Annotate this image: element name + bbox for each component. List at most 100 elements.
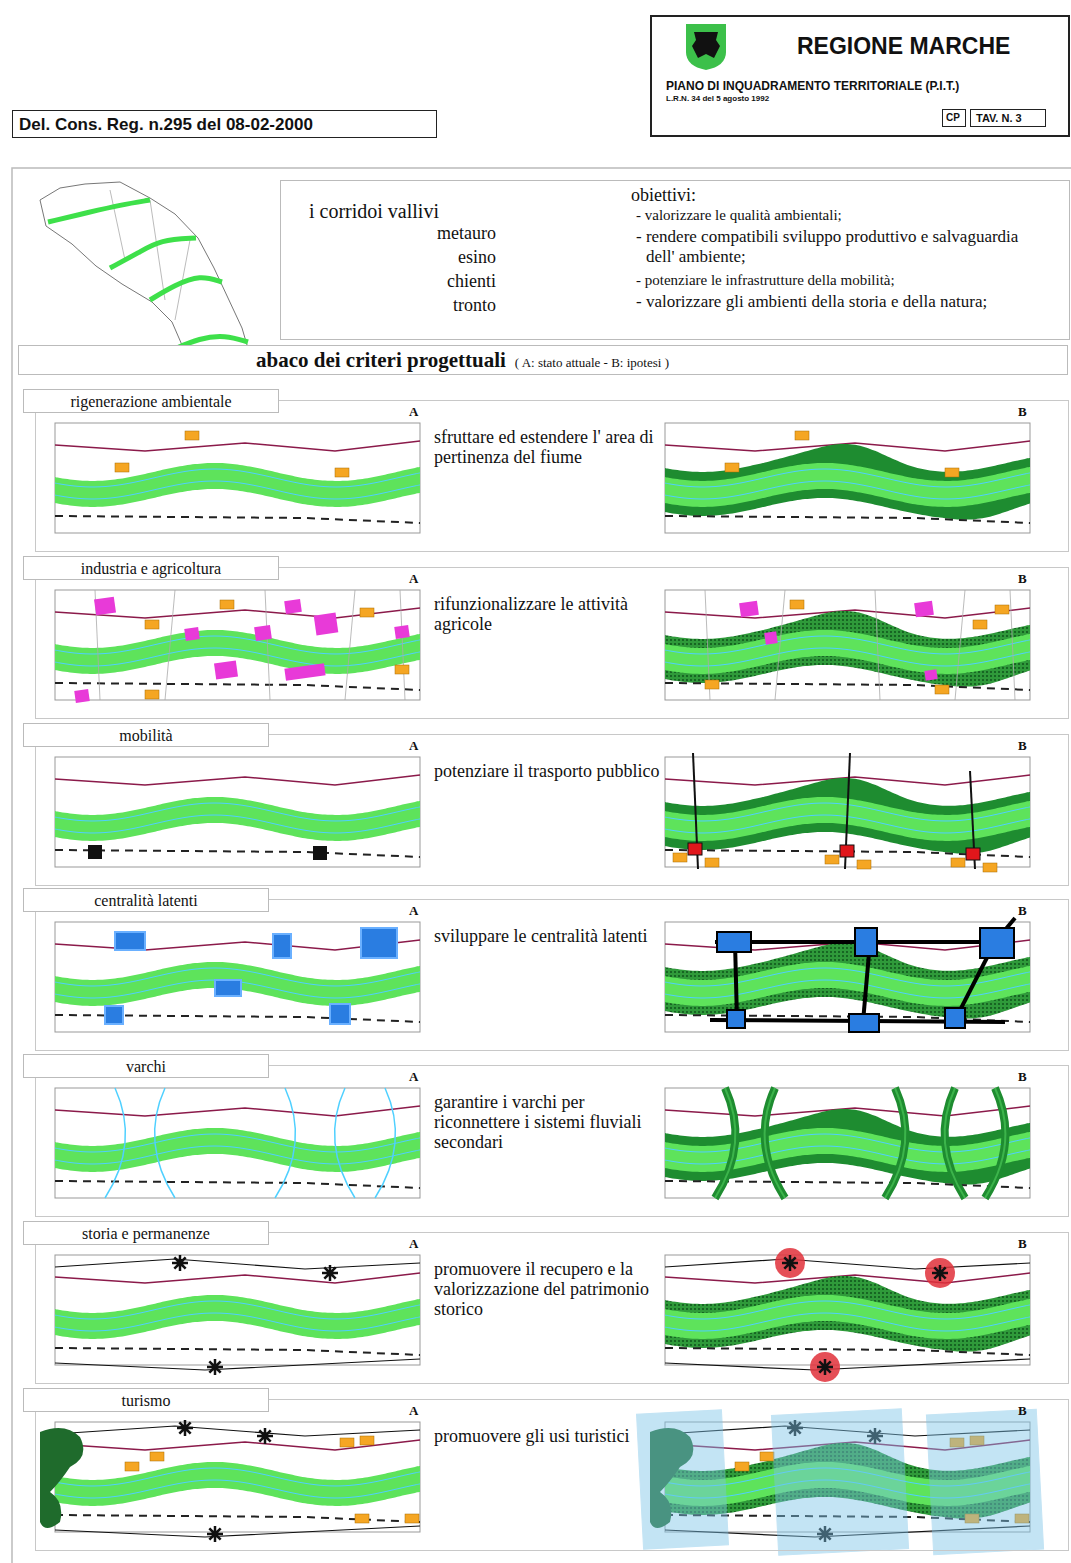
historic-symbol	[257, 1428, 273, 1444]
building	[115, 463, 129, 472]
sketch-frame	[665, 1255, 1030, 1365]
sketch-frame	[55, 1088, 420, 1198]
sketch-frame	[55, 1255, 420, 1365]
secondary-stream	[945, 1088, 965, 1198]
building	[360, 608, 374, 617]
building	[725, 463, 739, 472]
criterion-description: sviluppare le centralità latenti	[434, 926, 664, 946]
centrality	[215, 980, 241, 996]
building	[395, 665, 409, 674]
code-box: CP	[942, 109, 966, 127]
river-line	[55, 1313, 420, 1331]
river-line	[665, 1146, 1030, 1164]
tourism-area	[637, 1410, 729, 1549]
secondary-stream	[885, 1088, 905, 1198]
secondary-corridor	[765, 1088, 785, 1198]
building	[735, 1462, 749, 1471]
industry	[284, 599, 302, 614]
deliberation-box: Del. Cons. Reg. n.295 del 08-02-2000	[12, 110, 437, 138]
industry	[764, 631, 778, 645]
building	[220, 600, 234, 609]
sketch-current	[55, 1255, 420, 1375]
sketch-frame	[665, 590, 1030, 700]
symbol-spoke	[215, 1528, 221, 1534]
sketch-hypothesis	[637, 1409, 1044, 1556]
building	[355, 1514, 369, 1523]
criterion-title: rigenerazione ambientale	[24, 392, 278, 411]
criterion-title: centralità latenti	[24, 891, 268, 910]
province-border	[150, 200, 165, 300]
state-letter: B	[1018, 1069, 1027, 1085]
criterion-panel: promuovere gli usi turisticiturismo	[35, 1399, 1069, 1551]
minor-road	[55, 1259, 420, 1269]
river-line	[55, 648, 420, 666]
river-line	[55, 1468, 420, 1486]
province-border	[110, 190, 125, 260]
building	[335, 468, 349, 477]
centrality	[105, 1006, 123, 1024]
symbol-spoke	[265, 1430, 271, 1436]
industry	[914, 601, 934, 617]
historic-symbol	[207, 1526, 223, 1542]
railway	[55, 1181, 420, 1188]
objective: - potenziare le infrastrutture della mob…	[636, 271, 1071, 289]
criterion-panel: promuovere il recupero e la valorizzazio…	[35, 1232, 1069, 1384]
river-line	[665, 1134, 1030, 1152]
minor-road	[665, 1359, 1030, 1370]
station	[313, 846, 327, 860]
river	[55, 463, 420, 507]
industry	[254, 625, 272, 641]
panel-heading: i corridoi vallivi	[309, 199, 439, 223]
sketch-current	[55, 1088, 420, 1198]
railway	[55, 850, 420, 857]
building	[405, 1514, 419, 1523]
building	[945, 468, 959, 477]
building	[145, 620, 159, 629]
valley-name: esino	[296, 247, 496, 269]
historic-symbol	[817, 1359, 833, 1375]
building	[951, 858, 965, 867]
map-outline	[40, 182, 252, 368]
criterion-description: sfruttare ed estendere l' area di pertin…	[434, 427, 664, 467]
tourism-area	[926, 1409, 1043, 1555]
secondary-stream	[155, 1088, 175, 1198]
minor-road	[665, 1259, 1030, 1269]
criterion-description: promuovere il recupero e la valorizzazio…	[434, 1259, 664, 1319]
river-line	[665, 481, 1030, 499]
river-line	[55, 636, 420, 654]
river-line	[665, 1313, 1030, 1331]
sketch-frame	[55, 590, 420, 700]
criterion-title: industria e agricoltura	[24, 559, 278, 578]
railway	[665, 516, 1030, 523]
objective: - valorizzare gli ambienti della storia …	[636, 292, 1046, 312]
field-boundary	[400, 590, 405, 700]
river-line	[55, 1134, 420, 1152]
secondary-corridor	[985, 1088, 1005, 1198]
intro-panel: i corridoi vallivimetauroesinochientitro…	[280, 180, 1070, 340]
river-line	[55, 1146, 420, 1164]
criterion-panel: potenziare il trasporto pubblicomobilità	[35, 734, 1069, 886]
building	[705, 858, 719, 867]
building	[983, 863, 997, 872]
centrality	[115, 932, 145, 950]
secondary-stream	[275, 1088, 295, 1198]
building	[825, 855, 839, 864]
building	[125, 1462, 139, 1471]
code-text: CP	[946, 112, 960, 124]
sketch-frame	[55, 1422, 420, 1532]
secondary-stream	[335, 1088, 355, 1198]
railway	[665, 683, 1030, 690]
state-letter: B	[1018, 1403, 1027, 1419]
plan-name: PIANO DI INQUADRAMENTO TERRITORIALE (P.I…	[666, 79, 959, 93]
river-line	[55, 469, 420, 487]
state-letter: A	[409, 1069, 418, 1085]
state-letter: B	[1018, 738, 1027, 754]
historic-symbol	[782, 1255, 798, 1271]
secondary-corridor	[715, 1088, 735, 1198]
valley-name: chienti	[296, 271, 496, 293]
building	[790, 600, 804, 609]
station	[88, 845, 102, 859]
state-letter: B	[1018, 571, 1027, 587]
sketch-hypothesis	[665, 918, 1030, 1032]
